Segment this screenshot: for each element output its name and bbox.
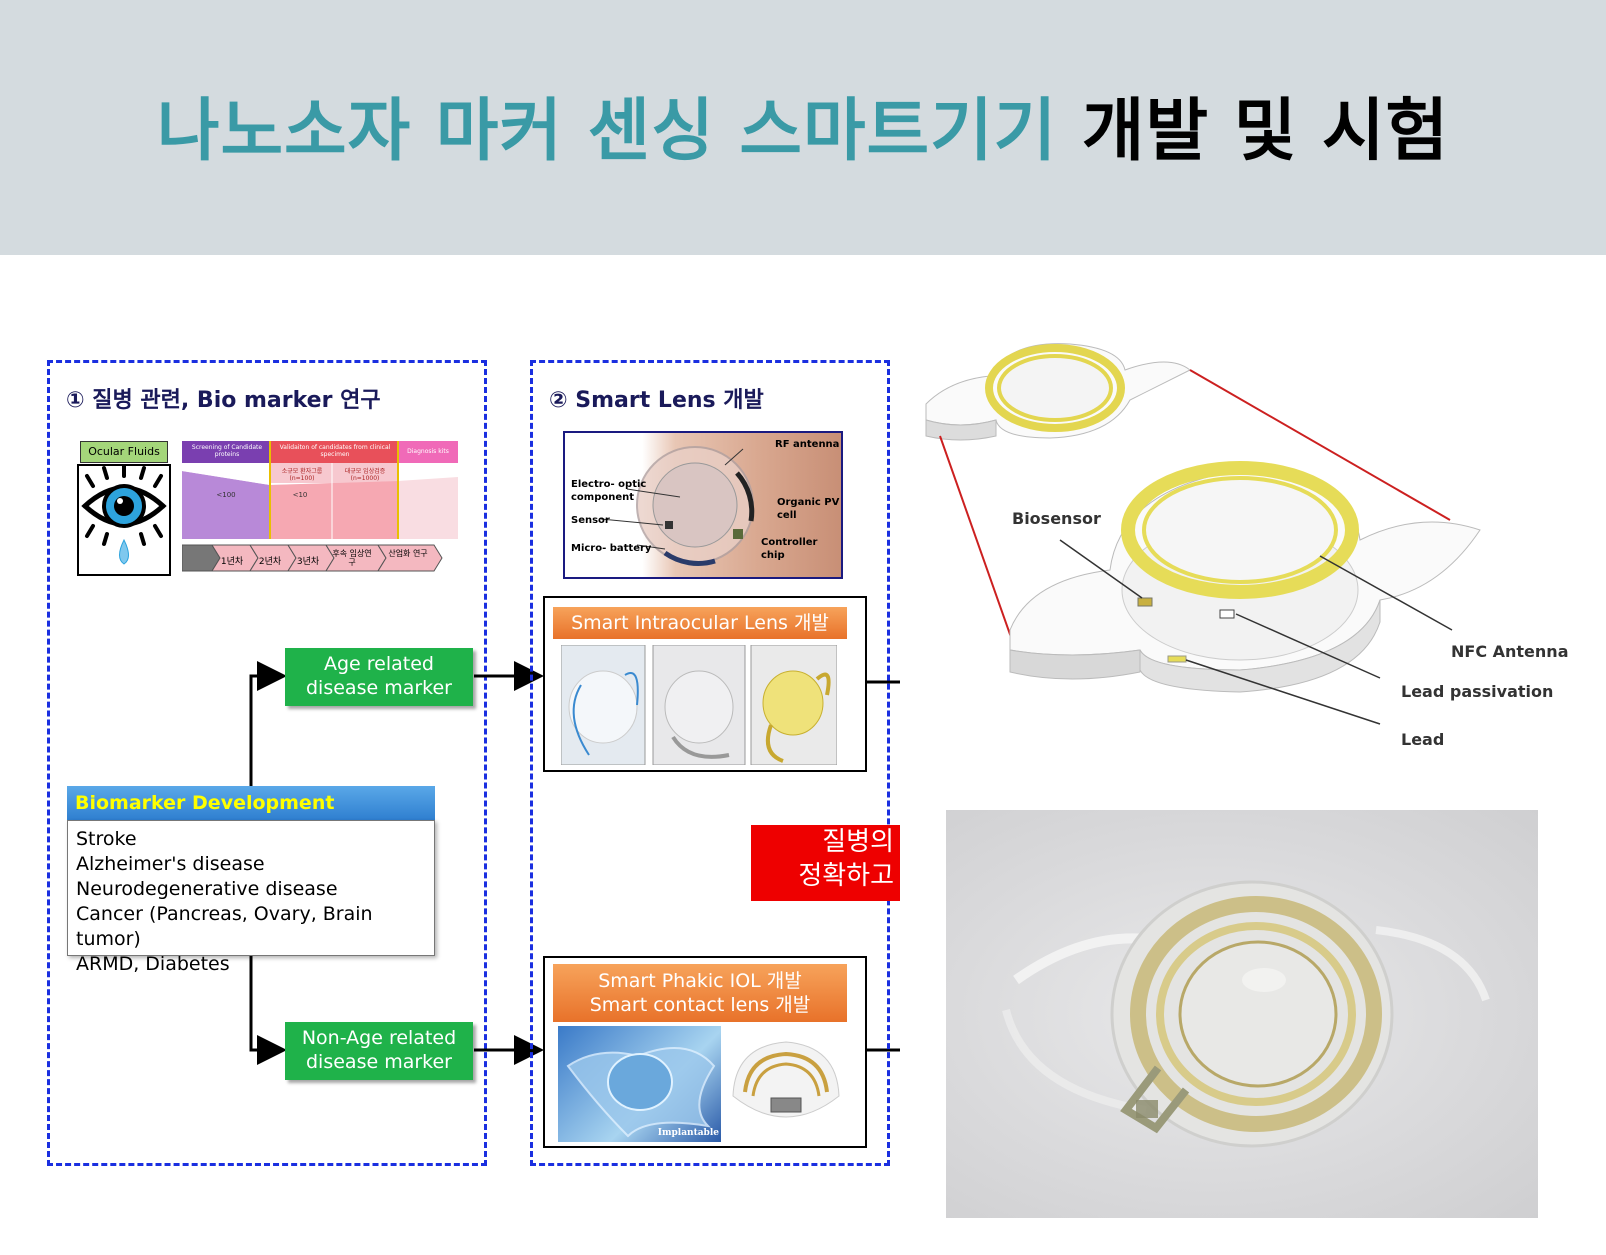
pv-label-1: Organic PV [777, 497, 840, 508]
header-banner [0, 0, 1606, 255]
biomarker-header: Biomarker Development [67, 786, 435, 820]
year4-label: 후속 임상연구 [332, 549, 372, 567]
flow-connectors [249, 661, 900, 1065]
eo-label-1: Electro- optic [571, 479, 647, 490]
section2-frame [530, 360, 890, 1166]
sensor-label: Sensor [571, 515, 610, 526]
smart-iol-title: Smart Intraocular Lens 개발 [553, 607, 847, 639]
device-3d-diagram [925, 343, 1481, 725]
year1-label: 1년차 [220, 557, 244, 567]
ctrl-label-2: chip [761, 550, 785, 561]
year5-label: 산업화 연구 [388, 549, 428, 558]
age-marker-line1: Age related [324, 653, 434, 675]
nonage-marker-line2: disease marker [306, 1051, 452, 1073]
lens-graphic [600, 446, 755, 566]
phase2-label: Validaiton of candidates from clinical s… [279, 444, 391, 458]
title-teal: 나노소자 마커 센싱 스마트기기 [156, 92, 1058, 171]
sub1-label: 소규모 환자그룹 (n=100) [281, 468, 323, 482]
battery-label: Micro- battery [571, 543, 652, 554]
page-title: 나노소자 마커 센싱 스마트기기 개발 및 시험 [0, 75, 1606, 174]
phakic-title-line2: Smart contact lens 개발 [589, 994, 811, 1016]
biomarker-item: Cancer (Pancreas, Ovary, Brain tumor) [76, 903, 373, 950]
red-callout-line1: 질병의 [822, 827, 894, 857]
biomarker-item: Neurodegenerative disease [76, 878, 338, 900]
section2-title: ② Smart Lens 개발 [549, 388, 764, 413]
nonage-marker-line1: Non-Age related [301, 1027, 457, 1049]
phakic-iol-image: Implantable [558, 1026, 721, 1142]
eo-label-2: component [571, 492, 635, 503]
biomarker-item: ARMD, Diabetes [76, 953, 230, 975]
biomarker-item: Stroke [76, 828, 137, 850]
phase1-label: Screening of Candidate proteins [191, 444, 263, 458]
eye-icon [77, 464, 171, 576]
pv-label-2: cell [777, 510, 797, 521]
smart-phakic-title: Smart Phakic IOL 개발 Smart contact lens 개… [553, 964, 847, 1022]
red-callout-line2: 정확하고 [798, 861, 894, 891]
iol-lens-images [561, 645, 837, 765]
nfc-antenna-label: NFC Antenna [1451, 642, 1569, 661]
section1-frame [47, 360, 487, 1166]
lead-label: Lead [1401, 730, 1445, 749]
val2-label: <10 [292, 491, 308, 499]
device-photo [946, 810, 1538, 1218]
rf-antenna-label: RF antenna [775, 439, 840, 450]
biomarker-item: Alzheimer's disease [76, 853, 265, 875]
age-related-marker-box: Age related disease marker [285, 648, 473, 706]
year3-label: 3년차 [296, 557, 320, 567]
ctrl-label-1: Controller [761, 537, 818, 548]
red-callout-box: 질병의 정확하고 [751, 825, 900, 901]
title-black: 개발 및 시험 [1081, 92, 1450, 171]
age-marker-line2: disease marker [306, 677, 452, 699]
section1-title: ① 질병 관련, Bio marker 연구 [66, 388, 381, 413]
smart-lens-image: RF antenna Electro- optic component Sens… [563, 431, 843, 579]
implantable-label: Implantable [657, 1128, 719, 1138]
non-age-related-marker-box: Non-Age related disease marker [285, 1022, 473, 1080]
biosensor-label: Biosensor [1012, 509, 1101, 528]
phase3-label: Diagnosis kits [407, 448, 449, 455]
lead-passivation-label: Lead passivation [1401, 682, 1554, 701]
year2-label: 2년차 [258, 557, 282, 567]
biomarker-list: Stroke Alzheimer's disease Neurodegenera… [67, 820, 435, 975]
phakic-title-line1: Smart Phakic IOL 개발 [598, 970, 802, 992]
device-photo-graphic [1002, 880, 1490, 1148]
ocular-fluids-label: Ocular Fluids [80, 441, 168, 463]
sub2-label: 대규모 임상검증 (n=1000) [344, 468, 386, 482]
contact-lens-image [725, 1026, 847, 1142]
val1-label: <100 [216, 491, 236, 499]
phakic-lens-graphic [566, 1047, 716, 1138]
research-timeline-chart [182, 441, 458, 572]
